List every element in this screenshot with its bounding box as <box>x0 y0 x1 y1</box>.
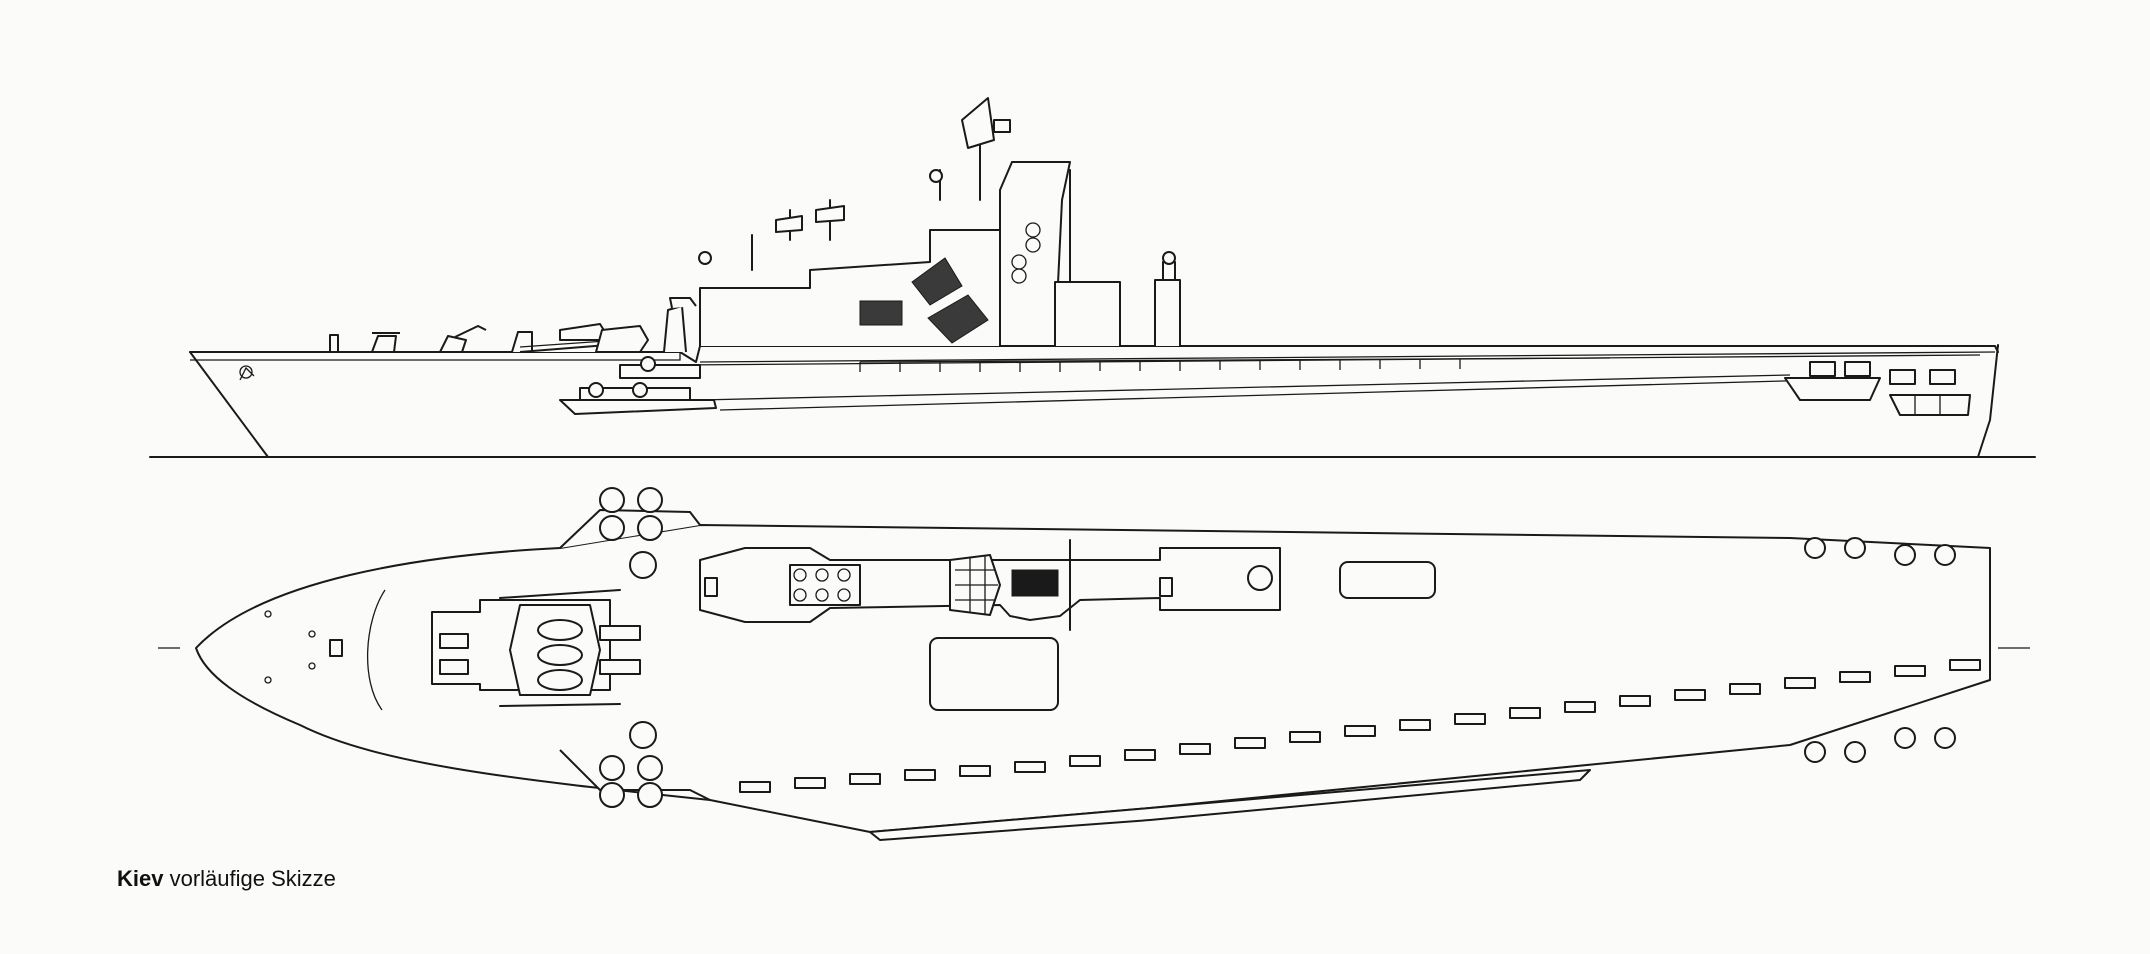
caption-note: vorläufige Skizze <box>169 866 336 891</box>
side-elevation <box>149 97 2036 458</box>
bow-rail <box>367 589 386 711</box>
aft-gun-3 <box>1889 369 1916 385</box>
hull-lower-edge <box>869 769 1591 841</box>
gun-p1 <box>599 487 625 513</box>
boat-sponson <box>559 399 717 415</box>
fire-control-2 <box>775 215 803 233</box>
angled-deck-markings <box>739 659 1981 793</box>
missile-mounts <box>789 564 861 606</box>
gun-p2 <box>637 487 663 513</box>
gun-p4 <box>637 515 663 541</box>
gun-s1 <box>599 755 625 781</box>
radar-dome-2 <box>698 251 712 265</box>
anchor-icon <box>239 365 255 381</box>
bow-mount <box>329 334 339 353</box>
aft-gun-1 <box>1809 361 1836 377</box>
launcher-deckhouse <box>595 325 649 353</box>
plan-view <box>158 487 2030 841</box>
aft-sponson <box>1784 377 1881 401</box>
aft-island <box>1054 281 1121 346</box>
gun-s3 <box>599 782 625 808</box>
mast-fwd <box>511 331 533 353</box>
launcher-tube-upper <box>499 589 621 599</box>
stern-boat <box>1889 394 1971 416</box>
fire-control-1 <box>815 205 845 223</box>
aft-gun-2 <box>1844 361 1871 377</box>
caption: Kiev vorläufige Skizze <box>117 866 336 892</box>
main-radar <box>961 97 995 149</box>
launcher-tube-lower <box>499 703 621 707</box>
gallery-ticks <box>859 359 1461 372</box>
radar-dome-1 <box>929 169 943 183</box>
aft-gun-4 <box>1929 369 1956 385</box>
radar-post-fwd <box>663 305 687 353</box>
gun-s4 <box>637 782 663 808</box>
bow-launcher <box>371 332 400 353</box>
sonar-mount <box>439 335 467 353</box>
dome-lower <box>629 721 657 749</box>
radar-array-1 <box>911 257 963 306</box>
funnel-top <box>1011 569 1059 597</box>
caption-ship-name: Kiev <box>117 866 164 891</box>
deck-edge <box>699 351 1996 363</box>
window-panel <box>859 300 903 326</box>
gun-s2 <box>637 755 663 781</box>
aft-lift <box>1339 561 1436 599</box>
bow-launcher-plan <box>329 639 343 657</box>
aft-mast <box>1154 279 1181 346</box>
gun-p3 <box>599 515 625 541</box>
aft-dome <box>1247 565 1273 591</box>
side-gun-1 <box>619 364 701 379</box>
hull-lower <box>189 344 1999 458</box>
radar-array-2 <box>927 294 989 344</box>
dome-upper <box>629 551 657 579</box>
centre-lift <box>929 637 1059 711</box>
